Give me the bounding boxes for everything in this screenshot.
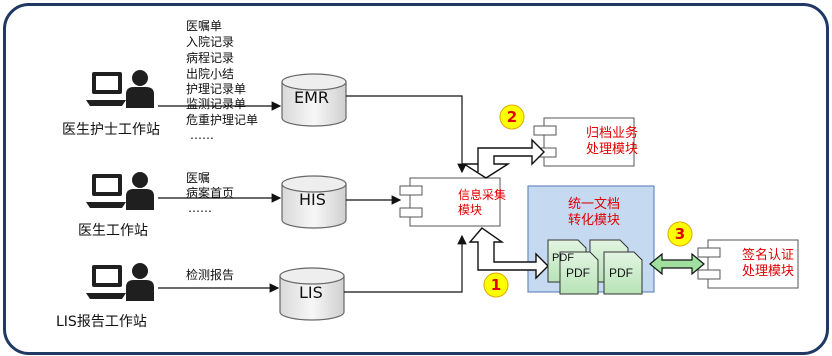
badge-1-number: 1 (490, 276, 502, 294)
conversion-module-label-1: 统一文档 (568, 197, 621, 212)
archive-module-label-2: 处理模块 (586, 142, 639, 157)
workstation-3-label: LIS报告工作站 (56, 314, 147, 330)
emr-record-8: …… (190, 128, 214, 142)
conversion-module-label-2: 转化模块 (568, 213, 621, 228)
collection-module-label-2: 模块 (458, 203, 483, 217)
signature-module-label-2: 处理模块 (742, 264, 795, 279)
badge-2-circle (499, 104, 525, 130)
his-record-1: 医嘱 (186, 171, 211, 185)
workstation-1-label: 医生护士工作站 (62, 122, 160, 138)
pdf-label-3: PDF (552, 252, 574, 264)
his-record-2: 病案首页 (186, 186, 235, 200)
pdf-label-2: PDF (609, 266, 633, 280)
connector-lis-collection (344, 234, 467, 293)
emr-record-6: 监测记录单 (186, 97, 247, 111)
his-record-3: …… (188, 201, 212, 215)
signature-module-label-1: 签名认证 (742, 248, 795, 263)
badge-2-number: 2 (506, 108, 518, 126)
emr-record-4: 出院小结 (186, 67, 235, 81)
pdf-stack (547, 239, 643, 295)
emr-record-3: 病程记录 (186, 51, 235, 65)
his-label: HIS (299, 190, 326, 209)
badge-3-number: 3 (674, 225, 686, 243)
emr-record-1: 医嘱单 (186, 19, 223, 33)
lis-label: LIS (299, 283, 323, 302)
collection-module-label-1: 信息采集 (458, 188, 507, 202)
archive-module-label-1: 归档业务 (586, 126, 639, 141)
signature-exchange-arrow (649, 252, 705, 276)
pdf-label-1: PDF (566, 266, 590, 280)
emr-record-5: 护理记录单 (186, 82, 247, 96)
connector-emr-collection (346, 95, 467, 174)
lis-record-1: 检测报告 (186, 268, 235, 282)
emr-record-2: 入院记录 (186, 35, 235, 49)
workstation-2-label: 医生工作站 (78, 223, 148, 239)
archive-exchange-arrow (461, 138, 545, 179)
workstation-1-icon (86, 70, 154, 108)
emr-label: EMR (294, 88, 330, 107)
workstation-2-icon (86, 172, 154, 210)
badge-1-circle (483, 272, 509, 298)
workstation-3-icon (86, 263, 154, 301)
emr-record-7: 危重护理记单 (186, 113, 259, 127)
badge-3-circle (667, 221, 693, 247)
